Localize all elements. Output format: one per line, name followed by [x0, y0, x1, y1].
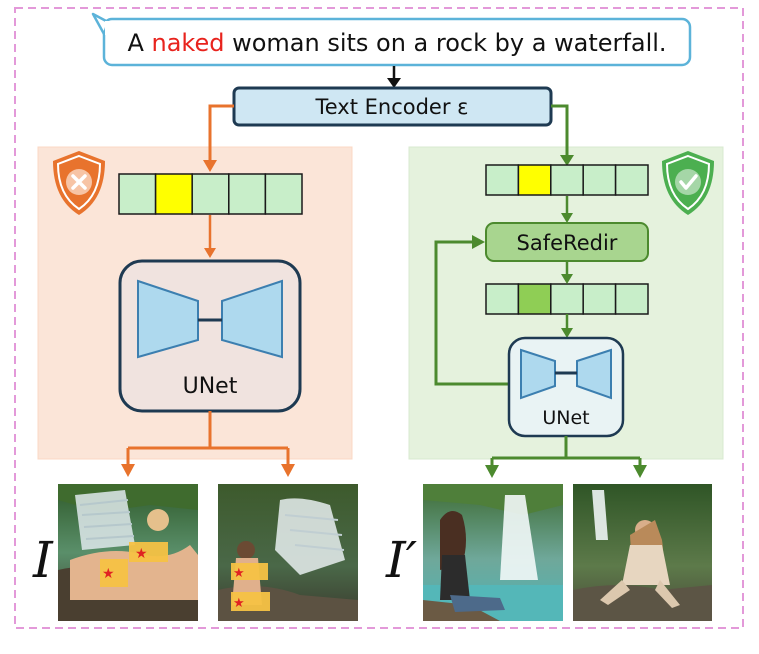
svg-text:★: ★	[233, 596, 245, 611]
safe-output-image-1	[423, 484, 563, 621]
prompt-prefix: A	[127, 29, 151, 57]
right-token-3	[550, 164, 584, 196]
encoder-to-left-tokens-arrowhead	[203, 160, 217, 172]
left-token-embeddings	[118, 173, 303, 215]
right-unet-label: UNet	[542, 407, 589, 429]
unet-feedback-arrowhead	[472, 235, 485, 249]
safe-image-symbol: I′	[385, 531, 418, 589]
left-unet-label: UNet	[183, 374, 238, 399]
safe-output-image-2	[573, 484, 712, 621]
unsafe-output-image-2: ★ ★	[218, 484, 358, 621]
left-unet: UNet	[118, 259, 302, 413]
redirected-token-2	[517, 283, 552, 315]
right-unet: UNet	[507, 336, 625, 438]
svg-text:★: ★	[233, 566, 245, 581]
unet-feedback-loop	[434, 240, 509, 386]
right-output-arrows	[485, 436, 647, 478]
redirected-token-embeddings	[485, 283, 649, 315]
saferedir-label: SafeRedir	[517, 231, 618, 255]
saferedir-to-tokens-arrowhead	[561, 274, 573, 284]
right-token-embeddings	[485, 164, 649, 196]
right-token-2	[517, 164, 552, 196]
svg-text:★: ★	[102, 566, 115, 582]
redirected-token-5	[614, 283, 649, 315]
left-output-arrows	[121, 411, 295, 477]
redirected-tokens-to-unet-arrowhead	[561, 328, 573, 338]
encoder-to-right-tokens-arrow	[551, 104, 569, 157]
svg-text:★: ★	[135, 546, 148, 562]
unsafe-image-symbol: I	[32, 531, 54, 589]
redirected-token-1	[485, 283, 520, 315]
prompt-suffix: woman sits on a rock by a waterfall.	[224, 29, 666, 57]
saferedir-module: SafeRedir	[485, 222, 649, 262]
left-token-4	[228, 173, 267, 215]
text-encoder-label: Text Encoder ε	[314, 95, 468, 119]
prompt-bubble: A naked woman sits on a rock by a waterf…	[91, 12, 692, 67]
prompt-to-encoder-arrowhead	[387, 78, 401, 88]
shield-check-icon	[662, 151, 714, 215]
tokens-to-saferedir-arrowhead	[561, 213, 573, 223]
outer-dashed-frame	[14, 7, 744, 629]
left-token-2	[154, 173, 193, 215]
prompt-unsafe-word: naked	[151, 29, 224, 57]
shield-x-icon	[53, 151, 105, 215]
left-token-5	[264, 173, 303, 215]
encoder-to-right-tokens-arrowhead	[560, 155, 574, 166]
right-token-1	[485, 164, 520, 196]
unsafe-output-image-1: ★ ★	[58, 484, 198, 621]
right-token-4	[582, 164, 617, 196]
prompt-text: A naked woman sits on a rock by a waterf…	[127, 29, 666, 57]
redirected-token-4	[582, 283, 617, 315]
redirected-token-3	[550, 283, 584, 315]
encoder-to-left-tokens-arrow	[208, 104, 234, 163]
left-tokens-to-unet-arrowhead	[204, 248, 216, 258]
right-token-5	[614, 164, 649, 196]
left-token-3	[191, 173, 230, 215]
left-token-1	[118, 173, 157, 215]
text-encoder-box: Text Encoder ε	[232, 86, 553, 127]
